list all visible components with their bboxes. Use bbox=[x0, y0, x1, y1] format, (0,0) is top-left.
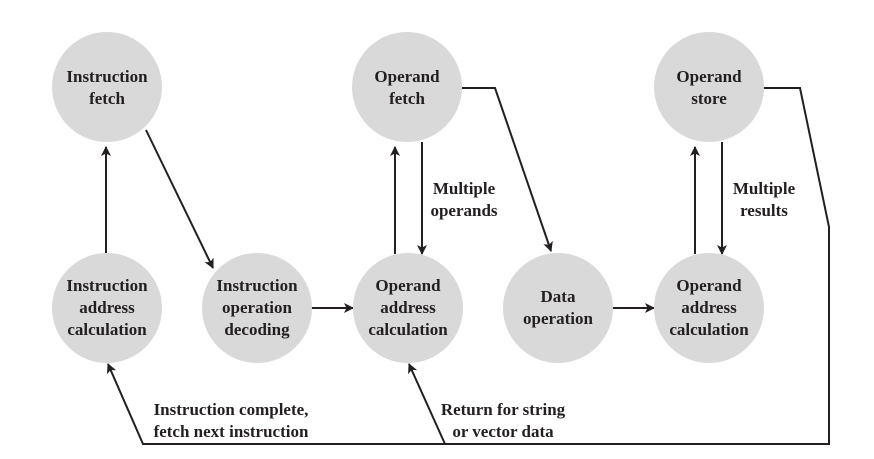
edge-if-to-iod bbox=[145, 129, 214, 269]
node-label-line: address bbox=[380, 298, 436, 317]
node-label-line: Operand bbox=[375, 276, 441, 295]
node-label-line: Instruction bbox=[216, 276, 298, 295]
node-operand-fetch: Operand fetch bbox=[352, 32, 462, 142]
node-instruction-address-calculation: Instruction address calculation bbox=[52, 253, 162, 363]
node-label-line: address bbox=[681, 298, 737, 317]
edge-of-to-dop bbox=[461, 87, 553, 252]
node-circle bbox=[52, 32, 162, 142]
node-label-line: calculation bbox=[67, 320, 147, 339]
edge-label-line: operands bbox=[430, 201, 497, 220]
node-instruction-operation-decoding: Instruction operation decoding bbox=[202, 253, 312, 363]
node-label-line: calculation bbox=[368, 320, 448, 339]
node-label-line: decoding bbox=[224, 320, 290, 339]
edge-label-line: or vector data bbox=[452, 422, 554, 441]
edge-os-loop-to-iac bbox=[107, 87, 830, 445]
edge-label-line: Multiple bbox=[433, 179, 496, 198]
node-circle bbox=[352, 32, 462, 142]
node-circle bbox=[52, 253, 162, 363]
edge-label-instruction-complete: Instruction complete, fetch next instruc… bbox=[154, 400, 309, 441]
node-circle bbox=[353, 253, 463, 363]
node-data-operation: Data operation bbox=[503, 253, 613, 363]
node-label-line: Operand bbox=[374, 67, 440, 86]
edge-return-to-oac1 bbox=[408, 363, 446, 445]
edge-label-line: fetch next instruction bbox=[154, 422, 309, 441]
node-label-line: Instruction bbox=[66, 276, 148, 295]
edge-label-multiple-results: Multiple results bbox=[733, 179, 796, 220]
node-label-line: Operand bbox=[676, 67, 742, 86]
node-operand-address-calculation-1: Operand address calculation bbox=[353, 253, 463, 363]
edges bbox=[101, 87, 830, 445]
node-circle bbox=[202, 253, 312, 363]
node-label-line: Data bbox=[541, 287, 576, 306]
node-label-line: fetch bbox=[89, 89, 125, 108]
edge-label-line: results bbox=[740, 201, 788, 220]
node-label-line: calculation bbox=[669, 320, 749, 339]
node-circle bbox=[654, 253, 764, 363]
node-operand-store: Operand store bbox=[654, 32, 764, 142]
edge-label-line: Instruction complete, bbox=[154, 400, 309, 419]
edge-label-multiple-operands: Multiple operands bbox=[430, 179, 497, 220]
node-label-line: operation bbox=[523, 309, 593, 328]
edge-label-return-for-string: Return for string or vector data bbox=[441, 400, 566, 441]
node-label-line: Operand bbox=[676, 276, 742, 295]
node-operand-address-calculation-2: Operand address calculation bbox=[654, 253, 764, 363]
node-label-line: operation bbox=[222, 298, 292, 317]
node-label-line: fetch bbox=[389, 89, 425, 108]
node-label-line: Instruction bbox=[66, 67, 148, 86]
node-label-line: store bbox=[691, 89, 727, 108]
node-circle bbox=[503, 253, 613, 363]
node-label-line: address bbox=[79, 298, 135, 317]
node-circle bbox=[654, 32, 764, 142]
edge-label-line: Return for string bbox=[441, 400, 566, 419]
node-instruction-fetch: Instruction fetch bbox=[52, 32, 162, 142]
edge-label-line: Multiple bbox=[733, 179, 796, 198]
